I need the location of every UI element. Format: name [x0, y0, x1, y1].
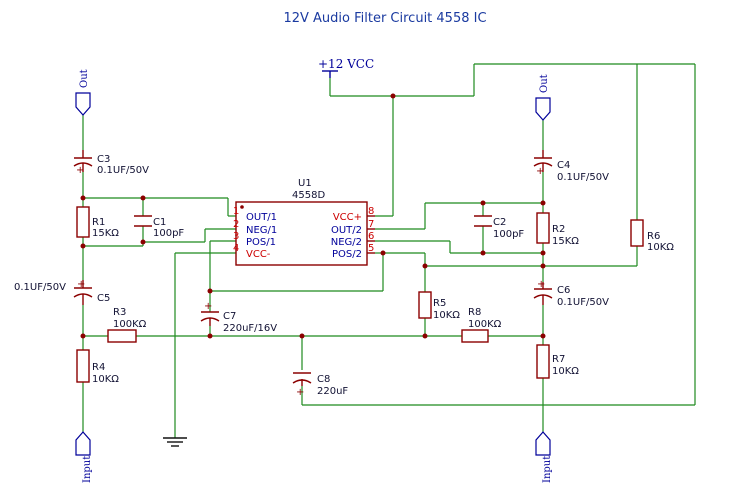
ic-pin-4-num: 4 [233, 243, 239, 254]
r4-ref: R4 [92, 362, 105, 373]
r3-ref: R3 [113, 307, 126, 318]
c4-value: 0.1UF/50V [557, 172, 609, 183]
ic-pin-7-num: 7 [368, 219, 374, 230]
r8-value: 100KΩ [468, 319, 502, 330]
r6-ref: R6 [647, 231, 660, 242]
c2-ref: C2 [493, 217, 506, 228]
r3-value: 100KΩ [113, 319, 147, 330]
r8-ref: R8 [468, 307, 481, 318]
c5-ref: C5 [97, 293, 110, 304]
resistor-r5: R5 10KΩ [418, 291, 460, 321]
r5-ref: R5 [433, 298, 446, 309]
capacitor-c1: C1 100pF [134, 215, 184, 239]
resistor-r1: R1 15KΩ [76, 206, 119, 239]
ic-pin-1-num: 1 [233, 206, 239, 217]
ic-pin-8-num: 8 [368, 206, 374, 217]
c3-ref: C3 [97, 154, 110, 165]
c1-ref: C1 [153, 217, 166, 228]
ic-pin-5-name: POS/2 [332, 249, 362, 260]
c3-value: 0.1UF/50V [97, 165, 149, 176]
ic-pin-3-name: POS/1 [246, 237, 276, 248]
svg-text:+: + [537, 279, 545, 290]
vcc-label: +12 VCC [318, 57, 374, 71]
capacitor-c4: + C4 0.1UF/50V [533, 150, 609, 183]
svg-text:+: + [296, 387, 304, 398]
resistor-r4: R4 10KΩ [76, 349, 119, 385]
c2-value: 100pF [493, 229, 524, 240]
ic-pin-5-num: 5 [368, 243, 374, 254]
ic-pin-6-num: 6 [368, 231, 374, 242]
c6-ref: C6 [557, 285, 570, 296]
r2-value: 15KΩ [552, 236, 579, 247]
c1-value: 100pF [153, 228, 184, 239]
ic-u1: U1 4558D 1 2 3 4 OUT/1 NEG/1 POS/1 VCC- … [233, 178, 375, 266]
ic-pin-8-name: VCC+ [333, 212, 362, 223]
c4-ref: C4 [557, 160, 570, 171]
c5-value: 0.1UF/50V [14, 282, 66, 293]
c7-ref: C7 [223, 311, 236, 322]
resistor-r6: R6 10KΩ [630, 219, 674, 253]
capacitor-c7: + C7 220uF/16V [200, 301, 277, 334]
capacitor-c5: + 0.1UF/50V C5 [14, 279, 110, 305]
junctions [80, 93, 546, 339]
capacitor-c2: C2 100pF [474, 215, 524, 240]
resistor-r2: R2 15KΩ [536, 212, 579, 247]
schematic-title: 12V Audio Filter Circuit 4558 IC [283, 11, 486, 26]
r1-ref: R1 [92, 217, 105, 228]
ic-pin-2-num: 2 [233, 219, 239, 230]
r7-ref: R7 [552, 354, 565, 365]
port-in-right-label: Input [542, 456, 553, 483]
resistor-r7: R7 10KΩ [536, 344, 579, 379]
r2-ref: R2 [552, 224, 565, 235]
port-in-right: Input [535, 431, 553, 483]
ic-part: 4558D [292, 190, 325, 201]
ground-symbol [163, 437, 187, 447]
capacitor-c8: + C8 220uF [292, 372, 348, 398]
c8-ref: C8 [317, 374, 330, 385]
ic-pin-4-name: VCC- [246, 249, 271, 260]
ic-pin-7-name: OUT/2 [331, 225, 362, 236]
c6-value: 0.1UF/50V [557, 297, 609, 308]
port-in-left: Input [75, 431, 93, 483]
vcc-symbol: +12 VCC [318, 57, 374, 78]
svg-text:+: + [536, 166, 544, 177]
capacitor-c6: + C6 0.1UF/50V [533, 279, 609, 308]
r4-value: 10KΩ [92, 374, 119, 385]
c8-value: 220uF [317, 386, 348, 397]
resistor-r3: R3 100KΩ [107, 307, 147, 343]
ic-pin-1-name: OUT/1 [246, 212, 277, 223]
ic-pin-6-name: NEG/2 [331, 237, 362, 248]
svg-text:+: + [204, 301, 212, 312]
ic-pin-2-name: NEG/1 [246, 225, 277, 236]
port-out-left-label: Out [79, 69, 90, 88]
ic-ref: U1 [298, 178, 312, 189]
port-out-right: Out [535, 74, 551, 121]
svg-text:+: + [77, 279, 85, 290]
port-in-left-label: Input [82, 456, 93, 483]
ic-pin-3-num: 3 [233, 231, 239, 242]
r5-value: 10KΩ [433, 310, 460, 321]
r1-value: 15KΩ [92, 228, 119, 239]
port-out-right-label: Out [539, 74, 550, 93]
capacitor-c3: + C3 0.1UF/50V [73, 150, 149, 176]
c7-value: 220uF/16V [223, 323, 277, 334]
r6-value: 10KΩ [647, 242, 674, 253]
svg-text:+: + [76, 165, 84, 176]
r7-value: 10KΩ [552, 366, 579, 377]
wires [82, 63, 696, 438]
resistor-r8: R8 100KΩ [461, 307, 502, 343]
port-out-left: Out [75, 69, 91, 116]
